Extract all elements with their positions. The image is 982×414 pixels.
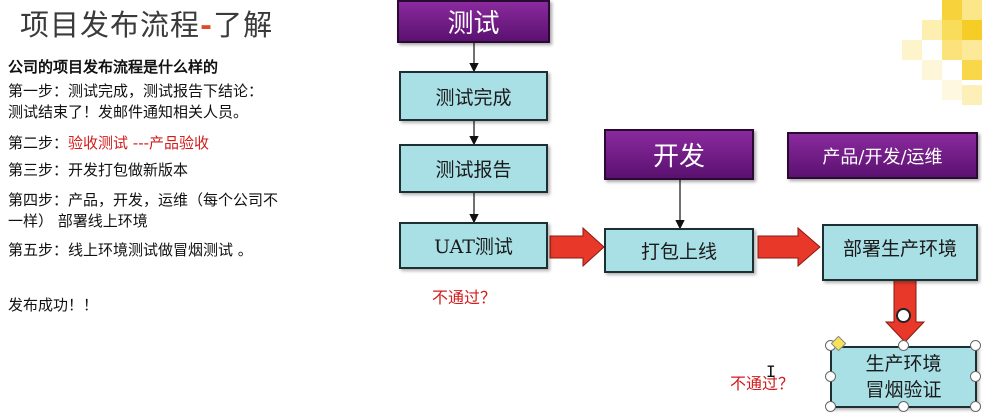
rotate-handle-icon[interactable]: [896, 308, 911, 323]
test-report-box: 测试报告: [399, 144, 548, 193]
smoke-test-line-1: 生产环境: [865, 353, 942, 375]
text-cursor-icon: I: [766, 362, 776, 381]
selection-handle[interactable]: [825, 371, 836, 382]
question-heading: 公司的项目发布流程是什么样的: [8, 58, 219, 76]
selection-handle[interactable]: [898, 340, 909, 351]
step-2: 第二步：验收测试 ---产品验收: [8, 134, 210, 152]
step-2-highlight: 验收测试 ---产品验收: [68, 134, 210, 152]
selection-handle[interactable]: [898, 401, 909, 412]
uat-test-box: UAT测试: [399, 222, 548, 269]
selection-handle[interactable]: [825, 401, 836, 412]
step-4-line-2: 一样） 部署线上环境: [8, 212, 148, 230]
page-title: 项目发布流程-了解: [20, 8, 274, 42]
smoke-test-box[interactable]: 生产环境 冒烟验证: [830, 346, 977, 408]
fail-note-1: 不通过？: [432, 288, 497, 307]
package-release-box: 打包上线: [604, 228, 754, 273]
ops-header-box: 产品/开发/运维: [787, 132, 978, 179]
selection-handle[interactable]: [970, 401, 981, 412]
smoke-test-line-2: 冒烟验证: [865, 379, 942, 401]
test-done-box: 测试完成: [399, 71, 548, 121]
selection-handle[interactable]: [970, 340, 981, 351]
red-arrow-2: [757, 226, 821, 268]
step-5: 第五步：线上环境测试做冒烟测试 。: [8, 241, 253, 259]
step-1-line-2: 测试结束了！发邮件通知相关人员。: [8, 103, 249, 121]
dev-header-box: 开发: [604, 129, 754, 180]
test-header-box: 测试: [397, 0, 550, 43]
step-4-line-1: 第四步：产品，开发，运维（每个公司不: [8, 191, 279, 209]
red-arrow-1: [549, 226, 605, 268]
decorative-mosaic: [872, 0, 982, 110]
selection-handle[interactable]: [970, 371, 981, 382]
step-1-line-1: 第一步：测试完成，测试报告下结论：: [8, 82, 264, 100]
fail-note-2: 不通过？: [730, 374, 795, 393]
deploy-production-box: 部署生产环境: [822, 224, 978, 281]
step-3: 第三步：开发打包做新版本: [8, 161, 189, 179]
success-text: 发布成功！！: [8, 296, 99, 314]
